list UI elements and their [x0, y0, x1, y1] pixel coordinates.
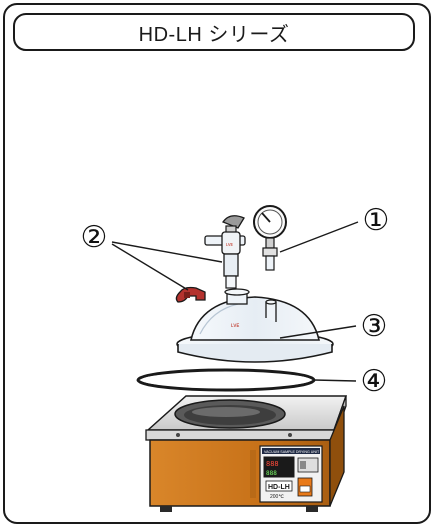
callout-1: ① — [358, 203, 394, 239]
callout-4: ④ — [356, 364, 392, 400]
pressure-gauge — [254, 206, 286, 270]
svg-text:888: 888 — [266, 460, 279, 468]
svg-text:ʟᴠᴇ: ʟᴠᴇ — [231, 323, 239, 329]
controller-sublabel: 200℃ — [270, 494, 284, 500]
svg-text:888: 888 — [266, 470, 277, 477]
svg-text:ʟᴠᴇ: ʟᴠᴇ — [226, 242, 234, 248]
callout-2: ② — [76, 220, 112, 256]
o-ring-gasket — [138, 370, 314, 390]
callout-3: ③ — [356, 309, 392, 345]
heater-base-unit: VACUUM SAMPLE DRYING UNIT 888 888 HD-LH … — [146, 396, 346, 512]
controller-label: HD-LH — [268, 484, 290, 491]
stopcock-valve: ʟᴠᴇ — [205, 216, 245, 288]
unit-panel-text: VACUUM SAMPLE DRYING UNIT — [264, 450, 320, 454]
red-clamp — [176, 288, 205, 303]
